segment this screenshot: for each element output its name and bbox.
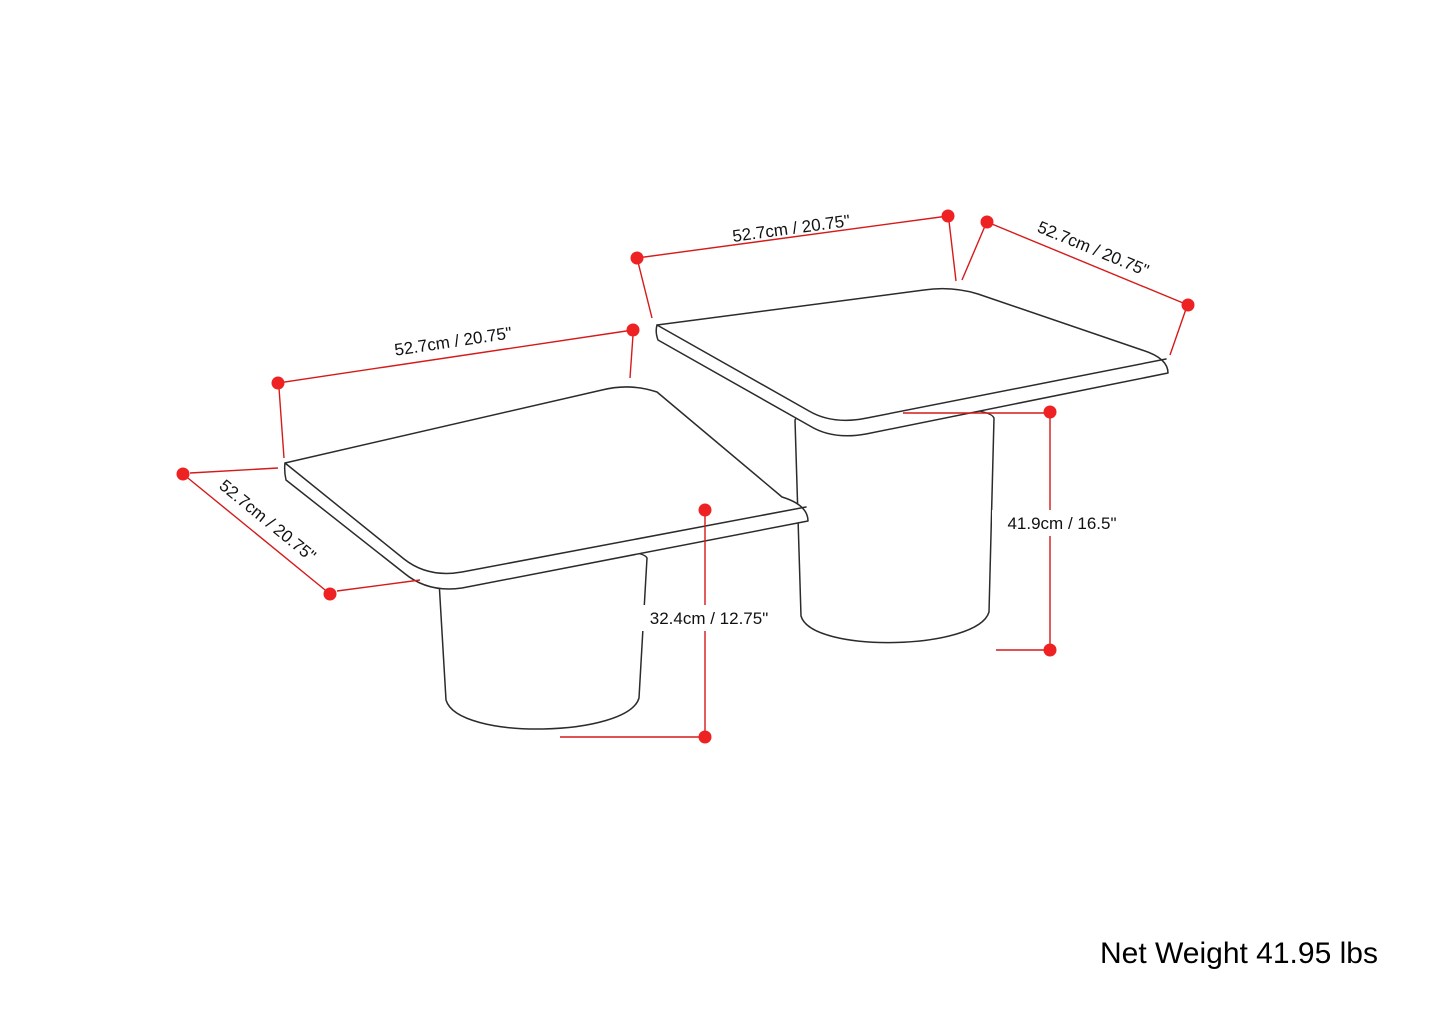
dim-extension-line [961,225,986,281]
dim-endpoint-dot [1043,643,1057,657]
dim-extension-line [637,261,653,319]
dim-extension-line [278,387,285,459]
right-table-top [655,287,1169,437]
dim-left-table-height: 32.4cm / 12.75" [560,503,784,744]
dim-measure-line [277,329,634,384]
dim-right-table-height: 41.9cm / 16.5" [903,405,1132,657]
left-table-top [283,386,809,590]
dim-label-background [992,510,1132,536]
dim-extension-line [189,467,279,474]
dim-label-left-width: 52.7cm / 20.75" [393,323,513,359]
right-table-top-edge [656,324,1167,422]
dim-label-background [636,605,784,631]
dim-measure-line [182,473,331,595]
dim-endpoint-dot [941,209,955,223]
dim-endpoint-dot [626,323,640,337]
dim-measure-line [986,221,1189,306]
dim-extension-line [336,579,421,592]
dim-extension-line [948,220,957,282]
left-table-top-edge [284,462,807,575]
dim-extension-line [1169,308,1187,356]
dim-endpoint-dot [1043,405,1057,419]
left-table-drawing [283,386,809,730]
dim-label-right-width: 52.7cm / 20.75" [731,211,851,246]
dim-endpoint-dot [698,503,712,517]
dim-endpoint-dot [698,730,712,744]
dim-endpoint-dot [176,467,190,481]
dim-endpoint-dot [323,587,337,601]
dim-extension-line [629,334,634,379]
dim-label-right-height: 41.9cm / 16.5" [1007,514,1116,533]
dim-measure-line [636,215,949,259]
right-table-drawing [655,287,1169,644]
dim-label-left-height: 32.4cm / 12.75" [650,609,769,628]
dim-endpoint-dot [630,251,644,265]
dim-endpoint-dot [271,376,285,390]
dim-endpoint-dot [980,215,994,229]
right-table-pedestal [794,404,995,644]
net-weight-text: Net Weight 41.95 lbs [1100,937,1378,970]
dim-endpoint-dot [1181,298,1195,312]
